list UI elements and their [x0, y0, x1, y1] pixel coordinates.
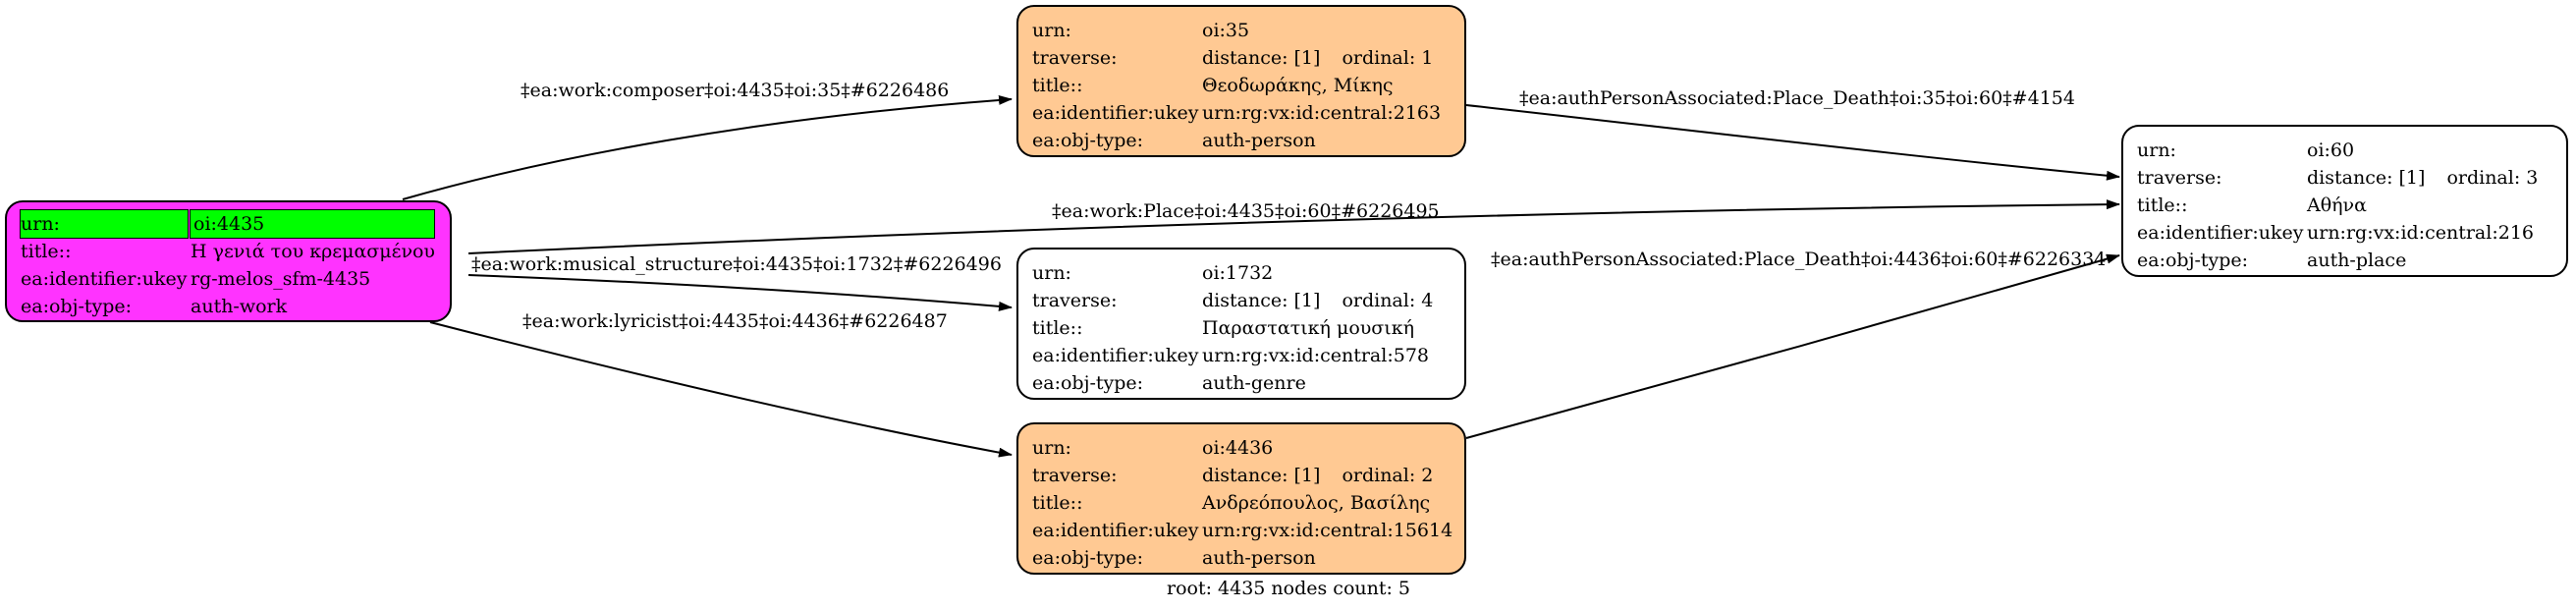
node-row-type: ea:obj-type: auth-place: [2137, 247, 2554, 274]
row-key: title::: [1032, 492, 1083, 514]
row-key: ea:identifier:ukey: [2137, 222, 2304, 244]
row-key: ea:obj-type:: [1032, 130, 1144, 151]
row-value: auth-work: [191, 296, 288, 317]
row-value: auth-person: [1202, 547, 1316, 569]
row-key: urn:: [2137, 139, 2176, 161]
row-value: distance: [1]: [1202, 465, 1321, 486]
node-row-type: ea:obj-type: auth-person: [1032, 544, 1452, 572]
row-value: rg-melos_sfm-4435: [191, 268, 371, 290]
row-key: ea:identifier:ukey: [1032, 102, 1199, 124]
row-value: Αθήνα: [2307, 194, 2367, 216]
node-row-traverse: traverse: distance: [1] ordinal: 4: [1032, 287, 1452, 314]
node-oi-35[interactable]: urn: oi:35 traverse: distance: [1] ordinal:…: [1016, 5, 1466, 157]
edge-musical-structure: [467, 274, 1013, 311]
row-key: ea:identifier:ukey: [1032, 520, 1199, 541]
row-value: distance: [1]: [1202, 290, 1321, 311]
row-value: oi:1732: [1202, 262, 1274, 284]
edge-label-place: ‡ea:work:Place‡oi:4435‡oi:60‡#6226495: [1052, 200, 1440, 222]
row-value: oi:35: [1202, 20, 1250, 41]
edge-label-death-35: ‡ea:authPersonAssociated:Place_Death‡oi:…: [1519, 87, 2075, 109]
node-root-oi-4435[interactable]: urn: oi:4435 title:: Η γενιά του κρεμασμ…: [5, 200, 452, 322]
row-key: ea:obj-type:: [2137, 250, 2249, 271]
row-key: urn:: [20, 209, 189, 239]
row-value: Ανδρεόπουλος, Βασίλης: [1202, 492, 1431, 514]
row-value: distance: [1]: [2307, 167, 2426, 189]
row-key: title::: [2137, 194, 2188, 216]
node-row-traverse: traverse: distance: [1] ordinal: 1: [1032, 44, 1452, 72]
edge-place: [467, 199, 2120, 254]
edge-label-lyricist: ‡ea:work:lyricist‡oi:4435‡oi:4436‡#62264…: [522, 310, 948, 332]
node-row-urn: urn: oi:35: [1032, 17, 1452, 44]
row-value: Η γενιά του κρεμασμένου: [191, 241, 435, 262]
node-row-type: ea:obj-type: auth-person: [1032, 127, 1452, 154]
row-value: urn:rg:vx:id:central:15614: [1202, 520, 1453, 541]
node-row-urn: urn: oi:4436: [1032, 434, 1452, 462]
node-row-urn: urn: oi:1732: [1032, 259, 1452, 287]
row-value: oi:60: [2307, 139, 2355, 161]
row-key: ea:obj-type:: [1032, 372, 1144, 394]
row-key: title::: [1032, 75, 1083, 96]
row-value: auth-person: [1202, 130, 1316, 151]
edge-composer: [402, 94, 1013, 200]
row-key: ea:obj-type:: [1032, 547, 1144, 569]
node-row-traverse: traverse: distance: [1] ordinal: 2: [1032, 462, 1452, 489]
row-value: oi:4436: [1202, 437, 1274, 459]
row-value: Παραστατική μουσική: [1202, 317, 1414, 339]
node-row-title: title::Θεοδωράκης, Μίκης: [1032, 72, 1452, 99]
row-key: urn:: [1032, 262, 1071, 284]
row-key: title::: [1032, 317, 1083, 339]
row-value: auth-place: [2307, 250, 2407, 271]
row-value: urn:rg:vx:id:central:578: [1202, 345, 1430, 366]
edge-label-musical-structure: ‡ea:work:musical_structure‡oi:4435‡oi:17…: [471, 253, 1002, 275]
row-key: ea:identifier:ukey: [1032, 345, 1199, 366]
edge-death-35: [1465, 104, 2120, 181]
node-row-title: title:: Η γενιά του κρεμασμένου: [21, 238, 438, 265]
row-ordinal: ordinal: 3: [2446, 167, 2539, 189]
node-oi-60[interactable]: urn: oi:60 traverse: distance: [1] ordinal:…: [2121, 125, 2568, 277]
node-row-urn: urn: oi:60: [2137, 137, 2554, 164]
row-ordinal: ordinal: 1: [1342, 47, 1434, 69]
node-row-ukey: ea:identifier:ukey rg-melos_sfm-4435: [21, 265, 438, 293]
node-row-urn: urn: oi:4435: [20, 209, 438, 239]
node-row-title: title::Παραστατική μουσική: [1032, 314, 1452, 342]
node-oi-4436[interactable]: urn: oi:4436 traverse: distance: [1] ordina…: [1016, 422, 1466, 575]
row-key: urn:: [1032, 437, 1071, 459]
row-key: traverse:: [2137, 167, 2222, 189]
node-row-traverse: traverse: distance: [1] ordinal: 3: [2137, 164, 2554, 192]
row-value: urn:rg:vx:id:central:2163: [1202, 102, 1442, 124]
row-key: title::: [21, 241, 72, 262]
row-key: traverse:: [1032, 47, 1118, 69]
graph-footer: root: 4435 nodes count: 5: [1167, 578, 1411, 599]
row-ordinal: ordinal: 4: [1342, 290, 1434, 311]
node-row-type: ea:obj-type: auth-work: [21, 293, 438, 320]
row-ordinal: ordinal: 2: [1342, 465, 1434, 486]
row-value: urn:rg:vx:id:central:216: [2307, 222, 2535, 244]
node-oi-1732[interactable]: urn: oi:1732 traverse: distance: [1] ordina…: [1016, 248, 1466, 400]
node-row-type: ea:obj-type: auth-genre: [1032, 369, 1452, 397]
row-key: ea:obj-type:: [21, 296, 133, 317]
row-value: oi:4435: [190, 209, 435, 239]
node-row-title: title::Αθήνα: [2137, 192, 2554, 219]
edge-lyricist: [429, 321, 1013, 458]
edge-death-4436: [1465, 253, 2120, 439]
row-value: Θεοδωράκης, Μίκης: [1202, 75, 1394, 96]
row-key: traverse:: [1032, 465, 1118, 486]
edge-label-composer: ‡ea:work:composer‡oi:4435‡oi:35‡#6226486: [521, 80, 950, 101]
row-key: urn:: [1032, 20, 1071, 41]
row-key: traverse:: [1032, 290, 1118, 311]
row-value: auth-genre: [1202, 372, 1306, 394]
edge-label-death-4436: ‡ea:authPersonAssociated:Place_Death‡oi:…: [1491, 249, 2107, 270]
row-value: distance: [1]: [1202, 47, 1321, 69]
node-row-title: title::Ανδρεόπουλος, Βασίλης: [1032, 489, 1452, 517]
row-key: ea:identifier:ukey: [21, 268, 188, 290]
